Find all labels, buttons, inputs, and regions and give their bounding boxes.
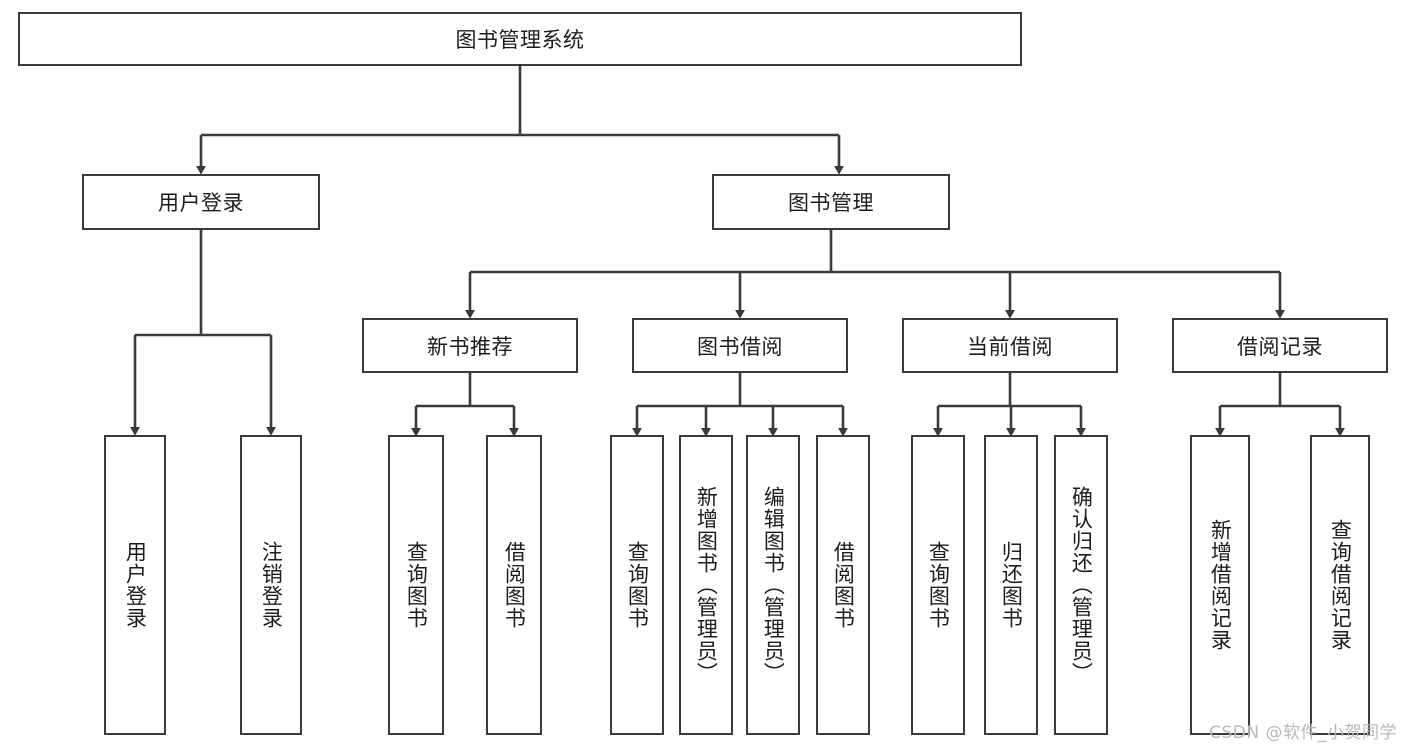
leaf-query-book-current-label: 查询图书	[926, 541, 951, 629]
node-book-borrow-label: 图书借阅	[697, 334, 783, 359]
leaf-logout[interactable]: 注销登录	[240, 435, 302, 735]
leaf-add-borrow-record[interactable]: 新增借阅记录	[1190, 435, 1250, 735]
leaf-edit-book-admin-label: 编辑图书（管理员）	[761, 486, 786, 684]
node-new-book-recommend-label: 新书推荐	[427, 334, 513, 359]
leaf-borrow-book-label: 借阅图书	[831, 541, 856, 629]
node-book-management-label: 图书管理	[788, 191, 874, 215]
node-current-borrow-label: 当前借阅	[967, 334, 1053, 359]
node-current-borrow[interactable]: 当前借阅	[902, 318, 1118, 373]
leaf-add-book-admin-label: 新增图书（管理员）	[694, 486, 719, 684]
leaf-query-book-borrow[interactable]: 查询图书	[610, 435, 664, 735]
node-book-management[interactable]: 图书管理	[712, 174, 950, 230]
node-new-book-recommend[interactable]: 新书推荐	[362, 318, 578, 373]
leaf-query-book-current[interactable]: 查询图书	[911, 435, 965, 735]
node-borrow-record-label: 借阅记录	[1237, 334, 1323, 359]
leaf-query-borrow-record-label: 查询借阅记录	[1328, 519, 1353, 651]
node-user-login-label: 用户登录	[158, 191, 244, 215]
leaf-confirm-return-admin[interactable]: 确认归还（管理员）	[1054, 435, 1108, 735]
leaf-borrow-book-newbook-label: 借阅图书	[502, 541, 527, 629]
leaf-borrow-book[interactable]: 借阅图书	[816, 435, 870, 735]
leaf-query-book-newbook-label: 查询图书	[404, 541, 429, 629]
leaf-borrow-book-newbook[interactable]: 借阅图书	[486, 435, 542, 735]
leaf-user-login[interactable]: 用户登录	[104, 435, 166, 735]
node-root[interactable]: 图书管理系统	[18, 12, 1022, 66]
leaf-logout-label: 注销登录	[259, 541, 284, 629]
leaf-confirm-return-admin-label: 确认归还（管理员）	[1069, 486, 1094, 684]
node-user-login[interactable]: 用户登录	[82, 174, 320, 230]
leaf-return-book[interactable]: 归还图书	[984, 435, 1038, 735]
leaf-add-book-admin[interactable]: 新增图书（管理员）	[679, 435, 733, 735]
leaf-user-login-label: 用户登录	[123, 541, 148, 629]
leaf-query-book-newbook[interactable]: 查询图书	[388, 435, 444, 735]
csdn-watermark: CSDN @软件_小贺同学	[1209, 723, 1397, 743]
node-book-borrow[interactable]: 图书借阅	[632, 318, 848, 373]
leaf-edit-book-admin[interactable]: 编辑图书（管理员）	[746, 435, 800, 735]
leaf-query-book-borrow-label: 查询图书	[625, 541, 650, 629]
node-root-label: 图书管理系统	[455, 28, 585, 52]
node-borrow-record[interactable]: 借阅记录	[1172, 318, 1388, 373]
leaf-query-borrow-record[interactable]: 查询借阅记录	[1310, 435, 1370, 735]
leaf-add-borrow-record-label: 新增借阅记录	[1208, 519, 1233, 651]
leaf-return-book-label: 归还图书	[999, 541, 1024, 629]
